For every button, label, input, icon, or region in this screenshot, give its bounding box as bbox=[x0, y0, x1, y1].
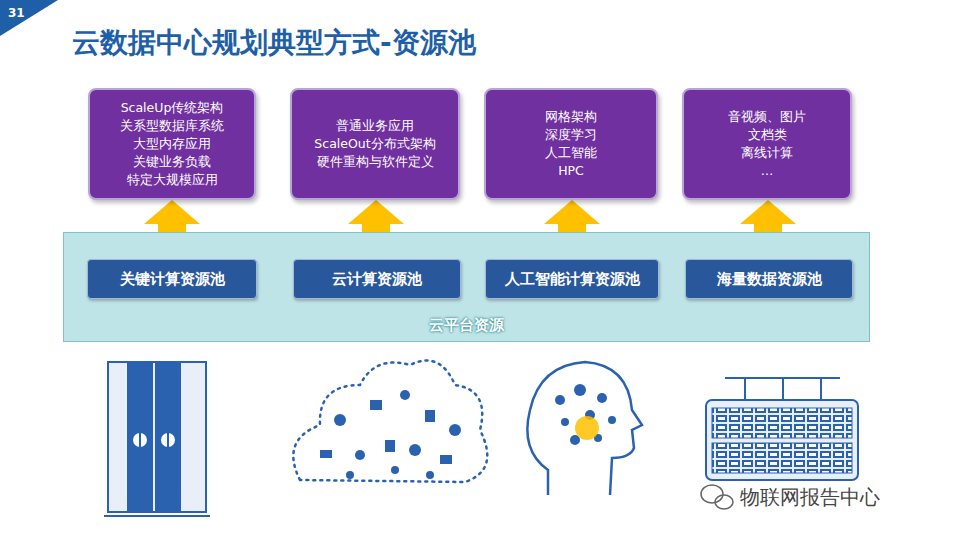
node-text: 人工智能计算资源池 bbox=[505, 270, 640, 289]
node-text: 离线计算 bbox=[741, 144, 793, 162]
workload-box: 网格架构深度学习人工智能HPC bbox=[484, 88, 658, 200]
watermark: 物联网报告中心 bbox=[740, 484, 880, 511]
node-text: … bbox=[761, 162, 774, 180]
node-text: 关键计算资源池 bbox=[120, 270, 225, 289]
node-text: ScaleUp传统架构 bbox=[121, 99, 224, 117]
workload-box: 音视频、图片文档类离线计算… bbox=[682, 88, 852, 200]
pool-box: 云计算资源池 bbox=[293, 259, 461, 299]
wechat-logo bbox=[701, 485, 733, 509]
node-text: 普通业务应用 bbox=[336, 117, 414, 135]
node-text: HPC bbox=[558, 162, 584, 180]
workload-box: 普通业务应用ScaleOut分布式架构硬件重构与软件定义 bbox=[290, 88, 460, 200]
node-text: 关键业务负载 bbox=[133, 153, 211, 171]
corner-tab bbox=[0, 0, 58, 36]
slide-number: 31 bbox=[8, 6, 25, 20]
pool-box: 海量数据资源池 bbox=[685, 259, 853, 299]
cloud-icon bbox=[293, 361, 487, 483]
node-text: 深度学习 bbox=[545, 126, 597, 144]
pool-box: 关键计算资源池 bbox=[87, 259, 257, 299]
ai-head bbox=[527, 362, 642, 495]
node-text: 特定大规模应用 bbox=[127, 171, 218, 189]
storage-array bbox=[706, 378, 858, 480]
node-text: 大型内存应用 bbox=[133, 135, 211, 153]
node-text: 硬件重构与软件定义 bbox=[317, 153, 434, 171]
slide-title: 云数据中心规划典型方式-资源池 bbox=[72, 24, 476, 62]
node-text: 人工智能 bbox=[545, 144, 597, 162]
node-text: 网格架构 bbox=[545, 108, 597, 126]
node-text: 海量数据资源池 bbox=[717, 270, 822, 289]
node-text: 文档类 bbox=[748, 126, 787, 144]
node-text: 关系型数据库系统 bbox=[120, 117, 224, 135]
workload-box: ScaleUp传统架构关系型数据库系统大型内存应用关键业务负载特定大规模应用 bbox=[88, 88, 256, 200]
pool-box: 人工智能计算资源池 bbox=[485, 259, 659, 299]
server-rack bbox=[104, 362, 210, 516]
node-text: ScaleOut分布式架构 bbox=[314, 135, 435, 153]
node-text: 云计算资源池 bbox=[332, 270, 422, 289]
platform-band: 云平台资源 关键计算资源池 云计算资源池 人工智能计算资源池 海量数据资源池 bbox=[63, 232, 870, 342]
node-text: 音视频、图片 bbox=[728, 108, 806, 126]
node-text: 云平台资源 bbox=[429, 316, 504, 335]
